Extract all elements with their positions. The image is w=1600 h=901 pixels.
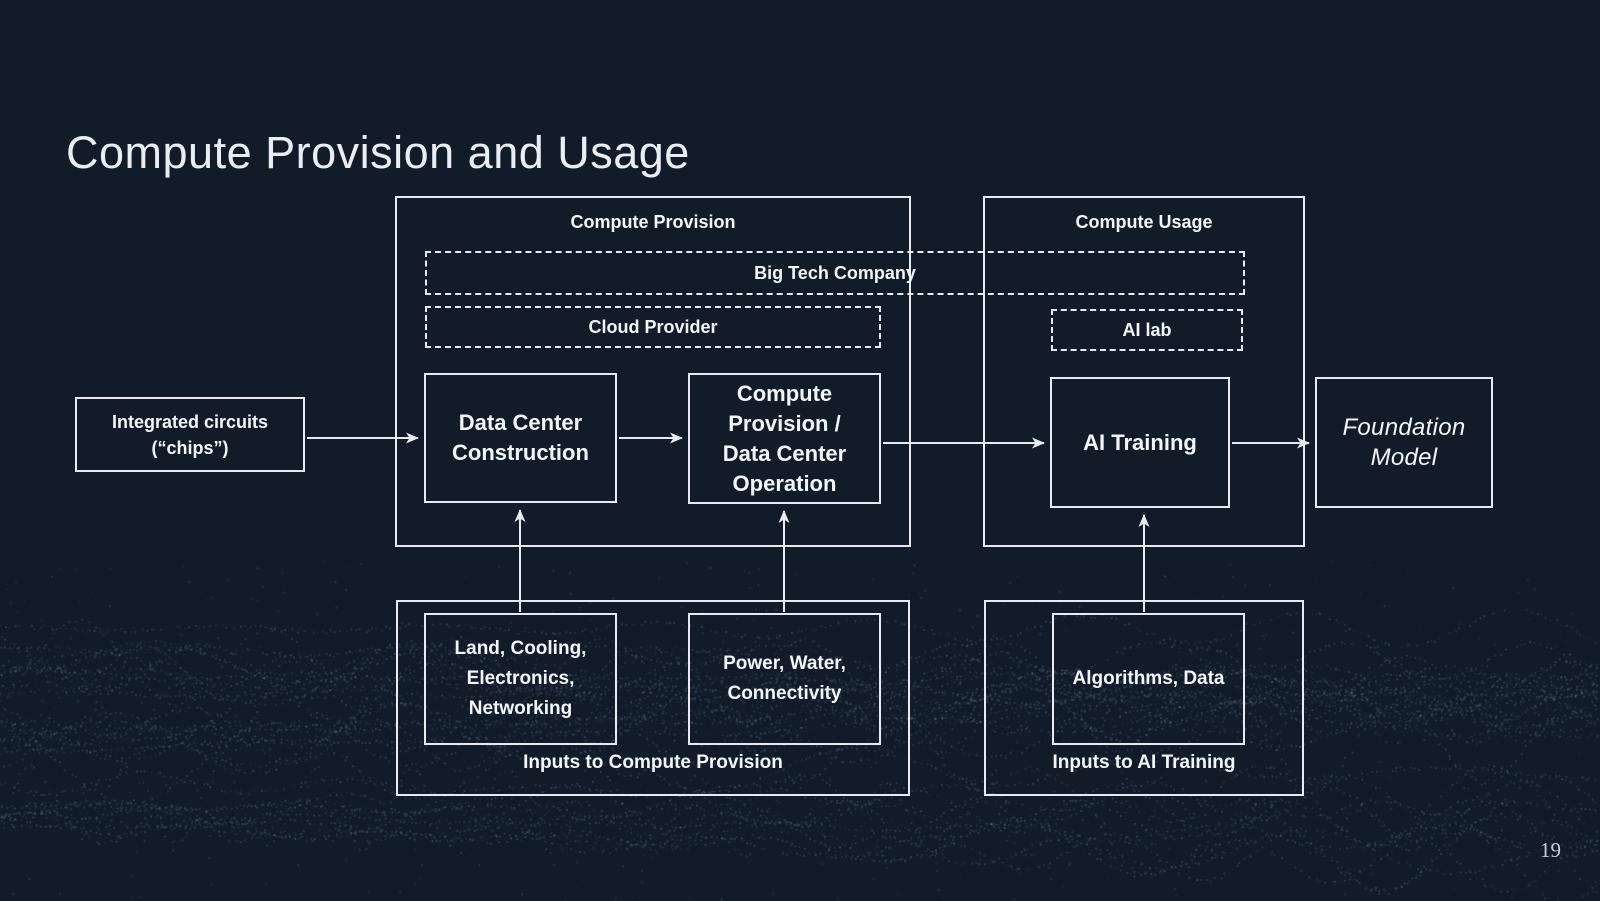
compute-usage-label: Compute Usage <box>1075 212 1213 232</box>
inputs-compute-provision-label: Inputs to Compute Provision <box>523 752 783 773</box>
inputs-compute-provision-container: Inputs to Compute Provision <box>396 600 910 796</box>
data-center-construction-box: Data Center Construction <box>424 373 617 503</box>
foundation-model-box: Foundation Model <box>1315 377 1493 508</box>
compute-provision-label: Compute Provision <box>570 212 736 232</box>
power-water-connectivity-box: Power, Water, Connectivity <box>688 613 881 745</box>
cloud-provider-box: Cloud Provider <box>425 306 881 348</box>
slide-title: Compute Provision and Usage <box>66 127 690 179</box>
compute-provision-operation-box: Compute Provision / Data Center Operatio… <box>688 373 881 504</box>
big-tech-company-box: Big Tech Company <box>425 251 1245 295</box>
integrated-circuits-box: Integrated circuits (“chips”) <box>75 397 305 472</box>
algorithms-data-box: Algorithms, Data <box>1052 613 1245 745</box>
inputs-ai-training-label: Inputs to AI Training <box>1052 752 1236 773</box>
compute-provision-container: Compute Provision <box>395 196 911 547</box>
ai-training-box: AI Training <box>1050 377 1230 508</box>
page-number: 19 <box>1540 838 1561 862</box>
ai-lab-box: AI lab <box>1051 309 1243 351</box>
land-cooling-electronics-networking-box: Land, Cooling, Electronics, Networking <box>424 613 617 745</box>
